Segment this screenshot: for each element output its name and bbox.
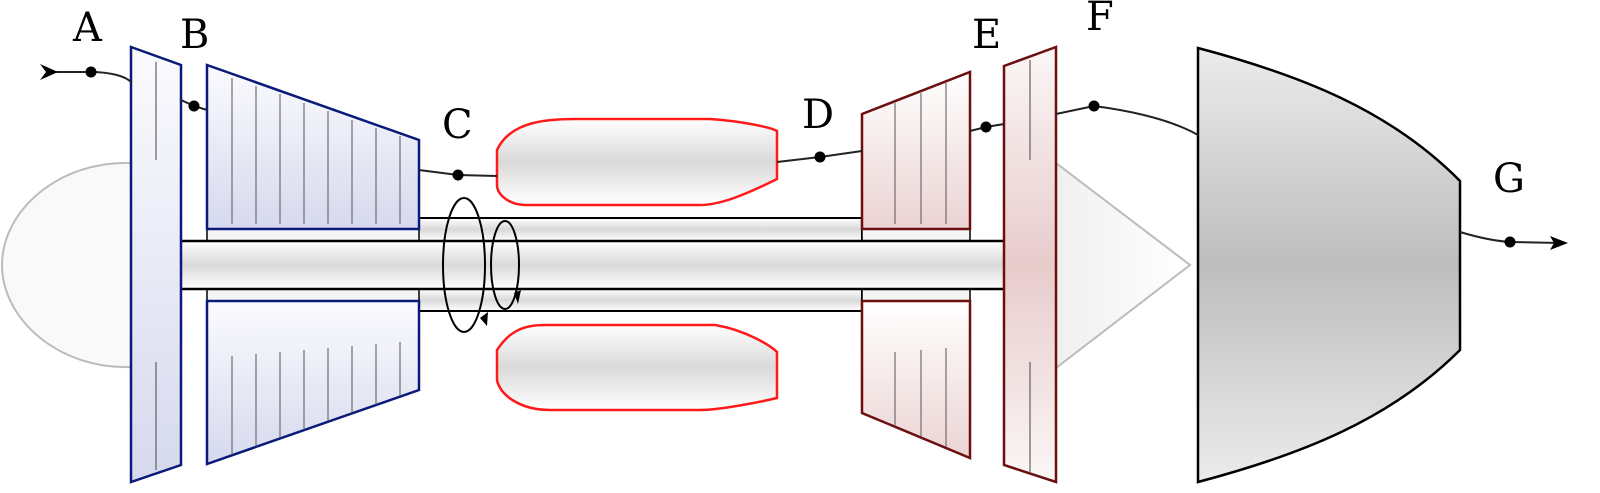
station-point-a bbox=[85, 66, 97, 78]
turbine-lower-blades bbox=[894, 348, 947, 447]
fan-stage bbox=[129, 45, 183, 484]
station-label-f: F bbox=[1086, 0, 1114, 40]
inlet-spinner bbox=[0, 161, 133, 369]
station-point-e bbox=[980, 121, 992, 133]
exhaust-nozzle bbox=[1196, 46, 1462, 484]
rotation-arrowhead-outer bbox=[480, 312, 488, 326]
outer-shaft-lower bbox=[417, 288, 863, 312]
inlet-flow-arrowhead bbox=[40, 64, 58, 80]
station-label-b: B bbox=[180, 12, 209, 58]
compressor-lower bbox=[205, 299, 421, 466]
outer-shaft-upper bbox=[417, 217, 863, 242]
station-label-c: C bbox=[442, 102, 473, 148]
shaft-stub-right-top bbox=[861, 228, 971, 242]
compressor-upper bbox=[205, 63, 421, 231]
turbine-lower bbox=[860, 299, 972, 460]
turbine-upper-blades bbox=[894, 83, 947, 224]
station-label-g: G bbox=[1493, 156, 1525, 202]
compressor-upper-blades bbox=[231, 78, 401, 224]
station-point-c bbox=[452, 169, 464, 181]
combustor-upper bbox=[495, 117, 779, 207]
station-point-b bbox=[188, 100, 200, 112]
shaft-stub-left-bottom bbox=[206, 288, 420, 302]
rotation-arrow-outer bbox=[442, 197, 486, 333]
main-shaft bbox=[178, 239, 1027, 291]
station-label-a: A bbox=[72, 5, 103, 51]
station-label-e: E bbox=[972, 12, 1001, 58]
station-point-f bbox=[1088, 100, 1100, 112]
shaft-stub-right-bottom bbox=[861, 288, 971, 302]
station-label-d: D bbox=[802, 92, 834, 138]
rotation-arrow-inner bbox=[490, 220, 520, 310]
station-point-d bbox=[814, 151, 826, 163]
station-point-g bbox=[1504, 236, 1516, 248]
turbine-upper bbox=[860, 70, 972, 231]
rotation-arrowhead-inner bbox=[514, 290, 521, 304]
exhaust-cone bbox=[1055, 160, 1192, 371]
combustor-lower bbox=[495, 323, 779, 412]
outlet-flow-arrowhead bbox=[1550, 236, 1568, 250]
rotation-arrows bbox=[442, 197, 520, 333]
shaft-stub-left-top bbox=[206, 228, 420, 242]
power-turbine-stage bbox=[1002, 45, 1058, 484]
compressor-lower-blades bbox=[231, 342, 401, 455]
station-points bbox=[85, 66, 1516, 248]
